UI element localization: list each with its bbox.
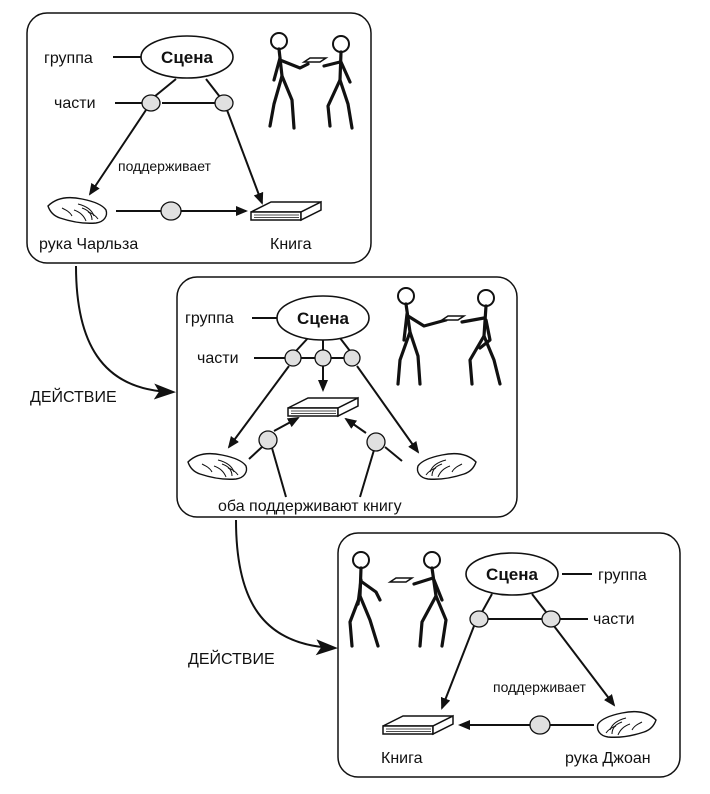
both-label: оба поддерживают книгу <box>218 498 402 515</box>
scene-label: Сцена <box>297 309 349 328</box>
parts-node-right <box>541 610 561 628</box>
parts-label: части <box>593 611 635 628</box>
scene-node <box>465 552 559 596</box>
scene-label: Сцена <box>486 565 538 584</box>
book-label: Книга <box>270 236 312 253</box>
group-label: группа <box>44 50 93 67</box>
parts-label: части <box>54 95 96 112</box>
parts-node-middle <box>314 349 332 367</box>
parts-node-left <box>284 349 302 367</box>
scene-node <box>140 35 234 79</box>
stick-figures-icon <box>348 551 448 648</box>
panel-1: Сцена группа части поддерживает рука Чар… <box>26 12 372 264</box>
scene-label: Сцена <box>161 48 213 67</box>
supports-node <box>160 201 182 221</box>
hand-label: рука Джоан <box>565 750 651 767</box>
stick-figures-icon <box>268 32 354 130</box>
group-label: группа <box>598 567 647 584</box>
parts-node-right <box>343 349 361 367</box>
parts-node-right <box>214 94 234 112</box>
stick-figures-icon <box>396 287 502 386</box>
action-arrow-2 <box>235 519 338 656</box>
parts-label: части <box>197 350 239 367</box>
parts-node-left <box>141 94 161 112</box>
hand-label: рука Чарльза <box>39 236 138 253</box>
panel-3: Сцена группа части поддерживает Книга ру… <box>337 532 681 778</box>
book-label: Книга <box>381 750 423 767</box>
supports-node <box>529 715 551 735</box>
supports-label: поддерживает <box>493 679 587 695</box>
supports-label: поддерживает <box>118 158 212 174</box>
action-label-2: ДЕЙСТВИЕ <box>188 649 275 668</box>
support-node-right <box>366 432 386 452</box>
scene-node <box>276 295 370 341</box>
support-node-left <box>258 430 278 450</box>
panel-2: Сцена группа части оба поддерживают книг… <box>176 276 518 518</box>
parts-node-left <box>469 610 489 628</box>
panel-1-frame <box>26 12 372 264</box>
action-arrow-1 <box>75 265 176 400</box>
group-label: группа <box>185 310 234 327</box>
action-label-1: ДЕЙСТВИЕ <box>30 387 117 406</box>
